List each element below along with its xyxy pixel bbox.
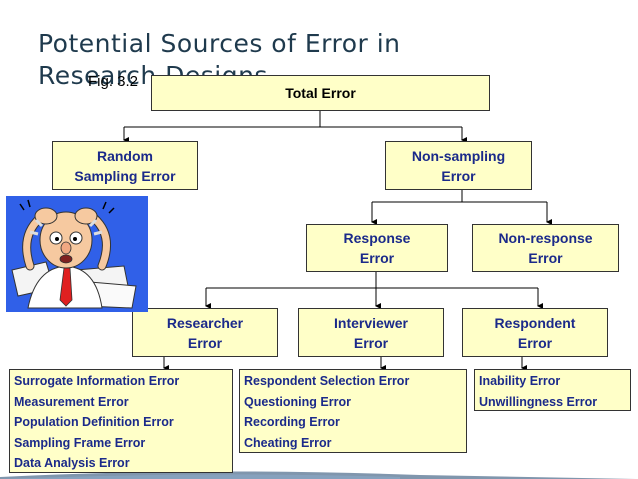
list-item: Recording Error [244,415,340,429]
node-non-response-error: Non-response Error [472,224,619,272]
list-item: Surrogate Information Error [14,374,180,388]
list-item: Population Definition Error [14,415,174,429]
node-response-error: Response Error [306,224,448,272]
figure-label: Fig. 3.2 [88,73,139,90]
list-item: Questioning Error [244,394,351,409]
node-interviewer-error: Interviewer Error [298,308,444,357]
researcher-error-list: Surrogate Information Error Measurement … [9,369,233,473]
list-item: Sampling Frame Error [14,435,146,450]
list-item: Cheating Error [244,435,332,450]
node-total-error: Total Error [151,75,490,111]
list-item: Data Analysis Error [14,456,130,470]
node-researcher-error: Researcher Error [132,308,278,357]
node-non-sampling-error: Non-sampling Error [385,141,532,190]
list-item: Inability Error [479,374,561,388]
respondent-error-list: Inability Error Unwillingness Error [474,369,631,411]
interviewer-error-list: Respondent Selection Error Questioning E… [239,369,467,453]
footer-swoosh-decoration [0,471,638,479]
list-item: Unwillingness Error [479,394,598,409]
node-respondent-error: Respondent Error [462,308,608,357]
node-random-sampling-error: Random Sampling Error [52,141,198,190]
slide-title-line-1: Potential Sources of Error in [38,29,401,58]
stressed-person-clipart-icon [6,196,148,312]
list-item: Measurement Error [14,394,129,409]
list-item: Respondent Selection Error [244,374,410,388]
